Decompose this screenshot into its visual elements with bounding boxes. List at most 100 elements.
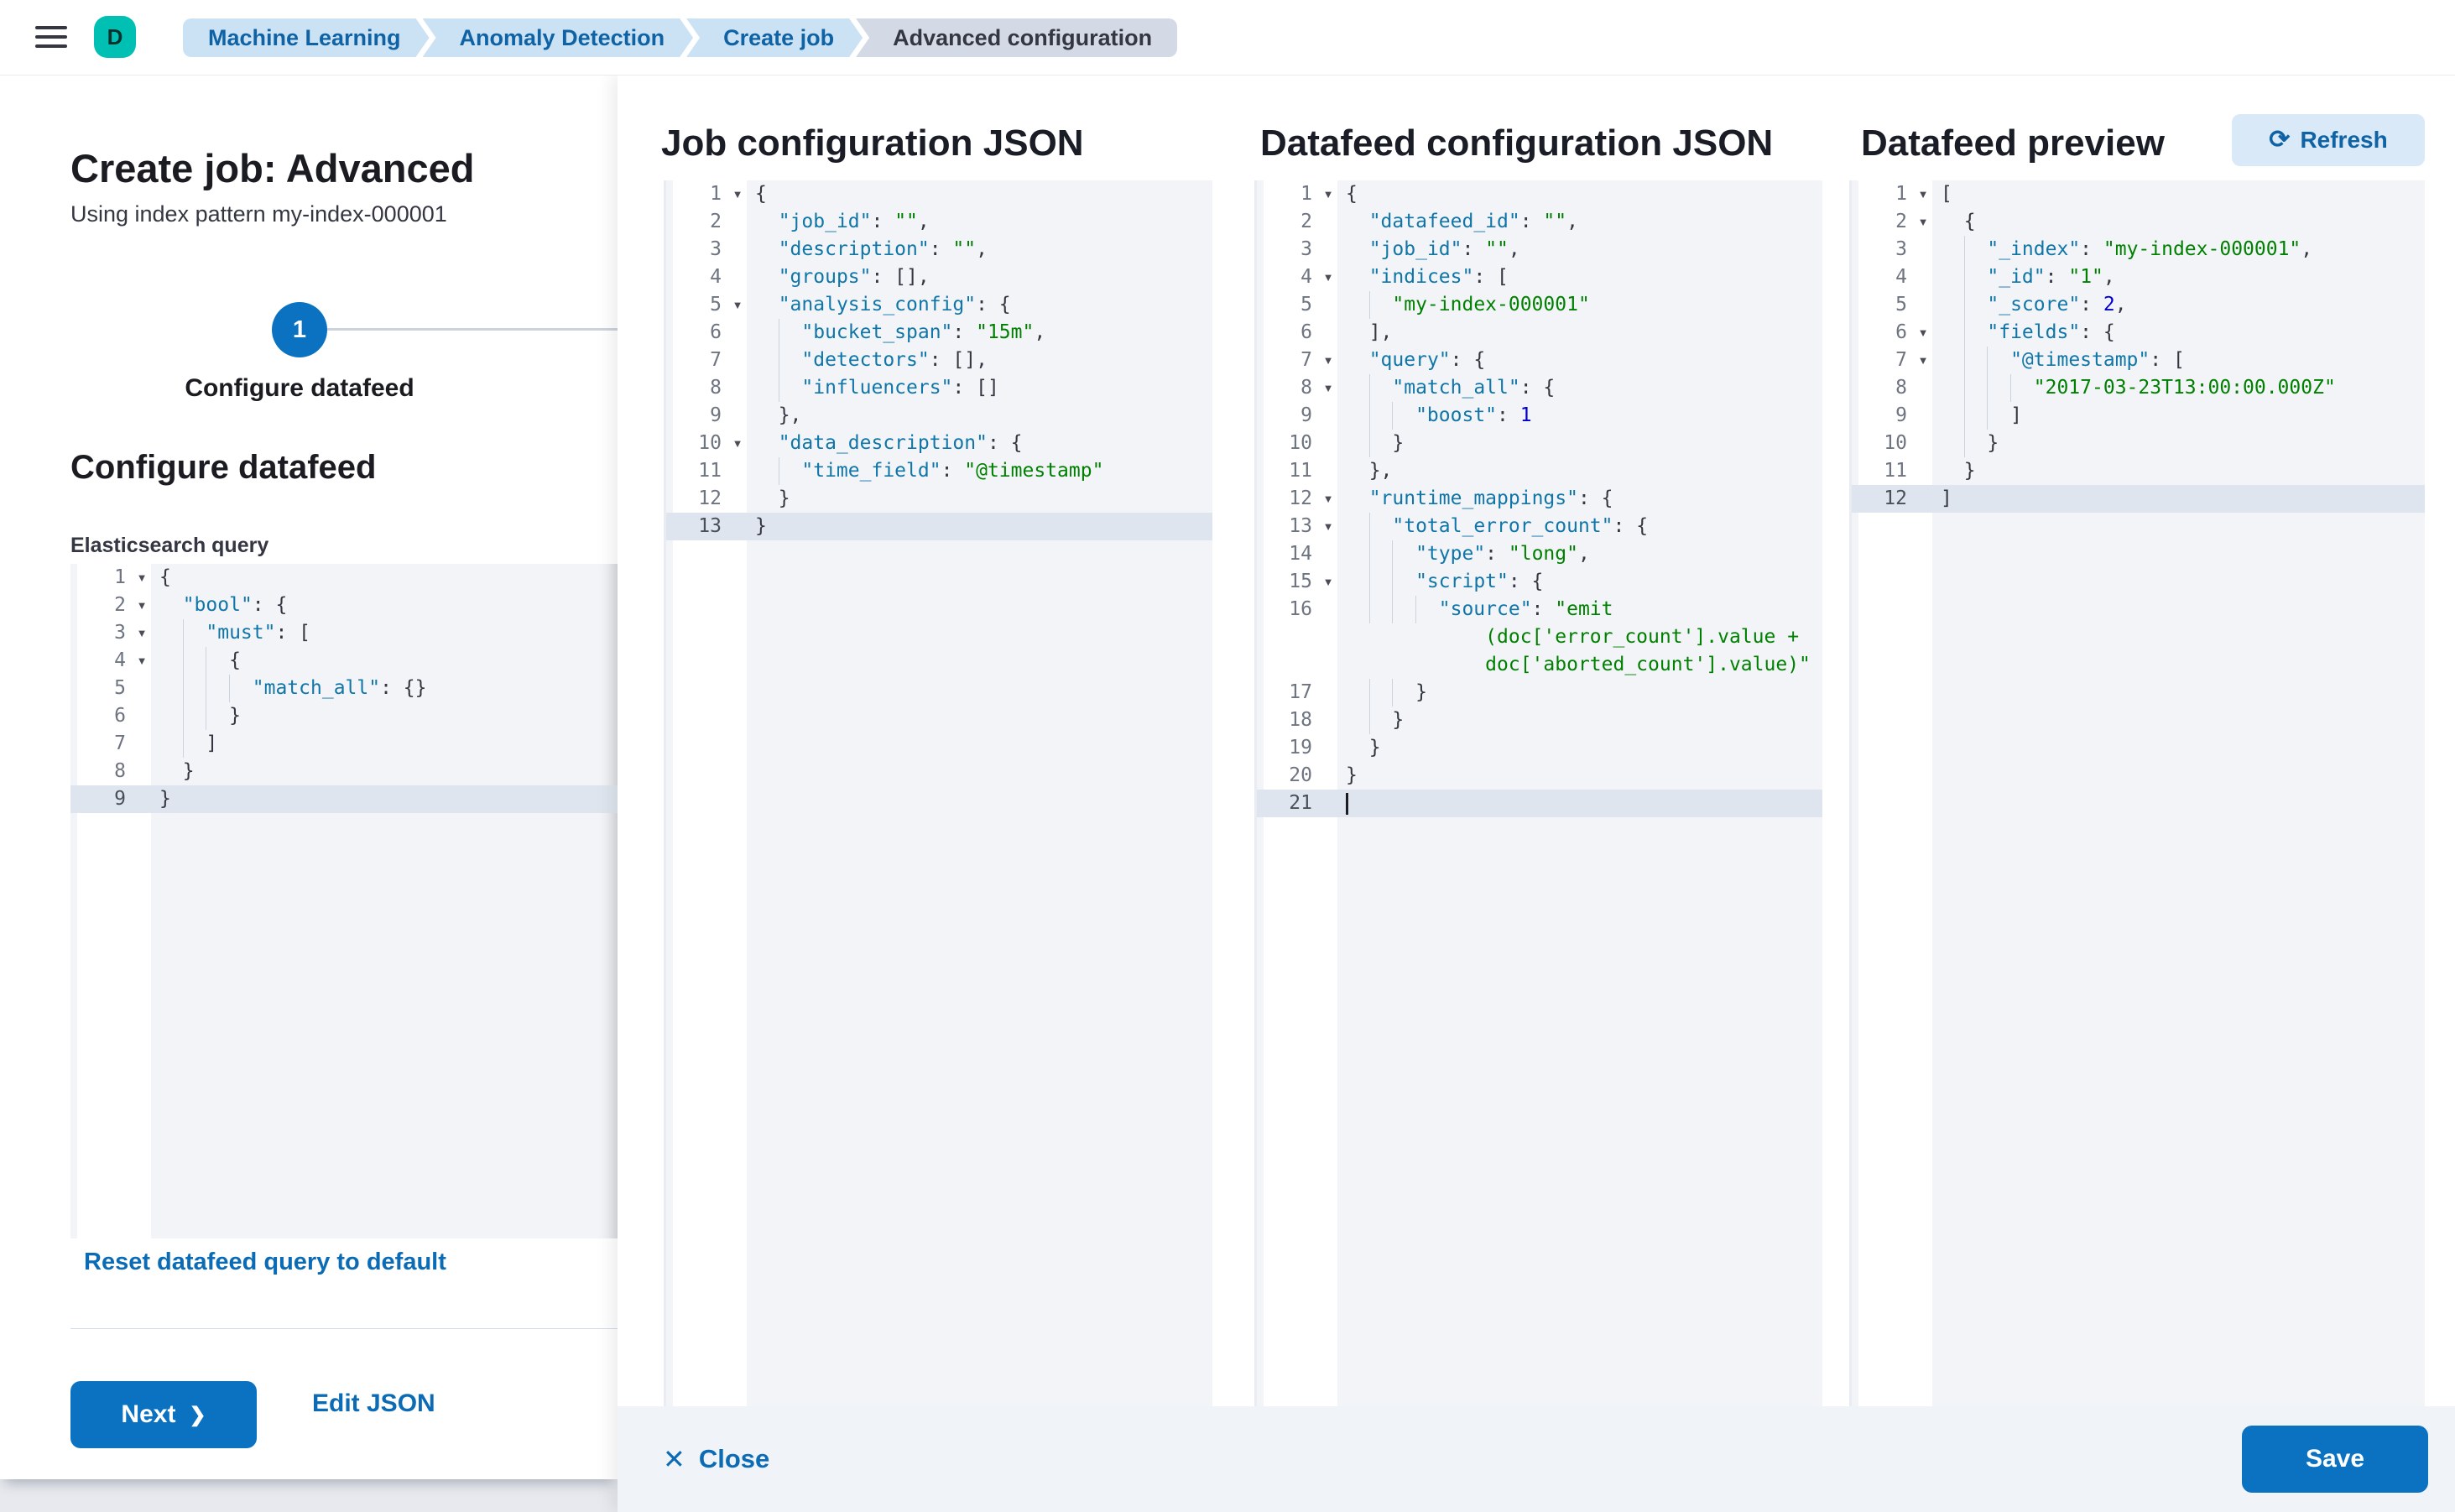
- code-line-7[interactable]: 7 "detectors": [],: [666, 347, 1212, 374]
- code-text: "job_id": "",: [1368, 238, 1520, 260]
- code-line-10[interactable]: 10 }: [1257, 430, 1822, 457]
- code-line-12[interactable]: 12▼ "runtime_mappings": {: [1257, 485, 1822, 513]
- line-number: 12: [1289, 487, 1312, 509]
- breadcrumb-advanced-configuration: Advanced configuration: [856, 18, 1178, 57]
- fold-arrow-icon[interactable]: ▼: [1917, 354, 1929, 367]
- code-line-1[interactable]: 1▼{: [666, 180, 1212, 208]
- reset-datafeed-query-link[interactable]: Reset datafeed query to default: [84, 1249, 446, 1275]
- code-line-1[interactable]: 1▼[: [1852, 180, 2425, 208]
- fold-arrow-icon[interactable]: ▼: [1322, 188, 1334, 201]
- code-line-4[interactable]: 4 "groups": [],: [666, 263, 1212, 291]
- code-line-18[interactable]: 18 }: [1257, 706, 1822, 734]
- fold-arrow-icon[interactable]: ▼: [136, 654, 148, 667]
- code-line-6[interactable]: 6 "bucket_span": "15m",: [666, 319, 1212, 347]
- code-line-8[interactable]: 8 "2017-03-23T13:00:00.000Z": [1852, 374, 2425, 402]
- code-line-6[interactable]: 6 ],: [1257, 319, 1822, 347]
- code-line-6[interactable]: 6 }: [70, 702, 618, 730]
- fold-arrow-icon[interactable]: ▼: [1322, 354, 1334, 367]
- code-line-10[interactable]: 10 }: [1852, 430, 2425, 457]
- code-line-11[interactable]: 11 }: [1852, 457, 2425, 485]
- code-line-19[interactable]: 19 }: [1257, 734, 1822, 762]
- code-line-2[interactable]: 2 "datafeed_id": "",: [1257, 208, 1822, 236]
- code-line-1[interactable]: 1▼{: [1257, 180, 1822, 208]
- code-line-2[interactable]: 2 "job_id": "",: [666, 208, 1212, 236]
- save-button[interactable]: Save: [2242, 1426, 2428, 1493]
- refresh-button[interactable]: ⟳ Refresh: [2232, 114, 2425, 166]
- code-text: "source": "emit (doc['error_count'].valu…: [1339, 596, 1811, 679]
- code-line-4[interactable]: 4▼ "indices": [: [1257, 263, 1822, 291]
- step-1-indicator[interactable]: 1: [272, 302, 327, 357]
- code-line-13[interactable]: 13▼ "total_error_count": {: [1257, 513, 1822, 540]
- breadcrumb-machine-learning[interactable]: Machine Learning: [183, 18, 430, 57]
- breadcrumb-anomaly-detection[interactable]: Anomaly Detection: [423, 18, 694, 57]
- job-configuration-json-editor[interactable]: 1▼{2 "job_id": "",3 "description": "",4 …: [664, 180, 1212, 1406]
- code-line-4[interactable]: 4▼ {: [70, 647, 618, 675]
- code-line-3[interactable]: 3 "job_id": "",: [1257, 236, 1822, 263]
- avatar[interactable]: D: [94, 16, 136, 58]
- fold-arrow-icon[interactable]: ▼: [1322, 271, 1334, 284]
- code-line-9[interactable]: 9 ]: [1852, 402, 2425, 430]
- line-number: 12: [698, 487, 722, 509]
- fold-arrow-icon[interactable]: ▼: [1322, 493, 1334, 505]
- code-line-15[interactable]: 15▼ "script": {: [1257, 568, 1822, 596]
- code-line-5[interactable]: 5 "_score": 2,: [1852, 291, 2425, 319]
- code-line-9[interactable]: 9 "boost": 1: [1257, 402, 1822, 430]
- fold-arrow-icon[interactable]: ▼: [1917, 188, 1929, 201]
- code-line-5[interactable]: 5 "match_all": {}: [70, 675, 618, 702]
- code-line-16[interactable]: 16 "source": "emit (doc['error_count'].v…: [1257, 596, 1822, 679]
- code-line-8[interactable]: 8 }: [70, 758, 618, 785]
- code-line-11[interactable]: 11 },: [1257, 457, 1822, 485]
- code-line-7[interactable]: 7▼ "@timestamp": [: [1852, 347, 2425, 374]
- edit-json-link[interactable]: Edit JSON: [312, 1389, 435, 1417]
- datafeed-preview-editor[interactable]: 1▼[2▼ {3 "_index": "my-index-000001",4 "…: [1849, 180, 2425, 1406]
- code-line-6[interactable]: 6▼ "fields": {: [1852, 319, 2425, 347]
- code-line-21[interactable]: 21: [1257, 790, 1822, 817]
- code-text: [1339, 790, 1348, 817]
- code-line-3[interactable]: 3▼ "must": [: [70, 619, 618, 647]
- code-line-8[interactable]: 8▼ "match_all": {: [1257, 374, 1822, 402]
- code-line-8[interactable]: 8 "influencers": []: [666, 374, 1212, 402]
- fold-arrow-icon[interactable]: ▼: [1917, 216, 1929, 228]
- code-line-20[interactable]: 20}: [1257, 762, 1822, 790]
- code-line-1[interactable]: 1▼{: [70, 564, 618, 592]
- code-line-5[interactable]: 5 "my-index-000001": [1257, 291, 1822, 319]
- breadcrumb-create-job[interactable]: Create job: [686, 18, 863, 57]
- code-line-3[interactable]: 3 "_index": "my-index-000001",: [1852, 236, 2425, 263]
- code-line-9[interactable]: 9 },: [666, 402, 1212, 430]
- fold-arrow-icon[interactable]: ▼: [136, 571, 148, 584]
- code-line-10[interactable]: 10▼ "data_description": {: [666, 430, 1212, 457]
- line-number: 2: [1300, 211, 1312, 232]
- fold-arrow-icon[interactable]: ▼: [1322, 382, 1334, 394]
- code-line-12[interactable]: 12 }: [666, 485, 1212, 513]
- fold-arrow-icon[interactable]: ▼: [1322, 520, 1334, 533]
- code-line-11[interactable]: 11 "time_field": "@timestamp": [666, 457, 1212, 485]
- datafeed-configuration-json-editor[interactable]: 1▼{2 "datafeed_id": "",3 "job_id": "",4▼…: [1254, 180, 1822, 1406]
- code-line-9[interactable]: 9}: [70, 785, 618, 813]
- code-line-13[interactable]: 13}: [666, 513, 1212, 540]
- code-line-17[interactable]: 17 }: [1257, 679, 1822, 706]
- code-line-5[interactable]: 5▼ "analysis_config": {: [666, 291, 1212, 319]
- code-line-7[interactable]: 7 ]: [70, 730, 618, 758]
- line-number: 16: [1289, 598, 1312, 620]
- code-line-2[interactable]: 2▼ "bool": {: [70, 592, 618, 619]
- elasticsearch-query-editor[interactable]: 1▼{2▼ "bool": {3▼ "must": [4▼ {5 "match_…: [70, 564, 618, 1238]
- code-text: "detectors": [],: [748, 347, 988, 374]
- fold-arrow-icon[interactable]: ▼: [136, 627, 148, 639]
- next-button[interactable]: Next ❯: [70, 1381, 257, 1448]
- fold-arrow-icon[interactable]: ▼: [732, 188, 743, 201]
- menu-icon[interactable]: [35, 26, 67, 50]
- fold-arrow-icon[interactable]: ▼: [732, 437, 743, 450]
- code-line-4[interactable]: 4 "_id": "1",: [1852, 263, 2425, 291]
- code-line-14[interactable]: 14 "type": "long",: [1257, 540, 1822, 568]
- code-line-3[interactable]: 3 "description": "",: [666, 236, 1212, 263]
- fold-arrow-icon[interactable]: ▼: [732, 299, 743, 311]
- code-line-2[interactable]: 2▼ {: [1852, 208, 2425, 236]
- fold-arrow-icon[interactable]: ▼: [1322, 576, 1334, 588]
- fold-arrow-icon[interactable]: ▼: [1917, 326, 1929, 339]
- refresh-button-label: Refresh: [2300, 127, 2388, 153]
- line-number: 8: [1895, 377, 1907, 399]
- code-line-12[interactable]: 12]: [1852, 485, 2425, 513]
- fold-arrow-icon[interactable]: ▼: [136, 599, 148, 612]
- close-button[interactable]: ✕ Close: [663, 1443, 769, 1475]
- code-line-7[interactable]: 7▼ "query": {: [1257, 347, 1822, 374]
